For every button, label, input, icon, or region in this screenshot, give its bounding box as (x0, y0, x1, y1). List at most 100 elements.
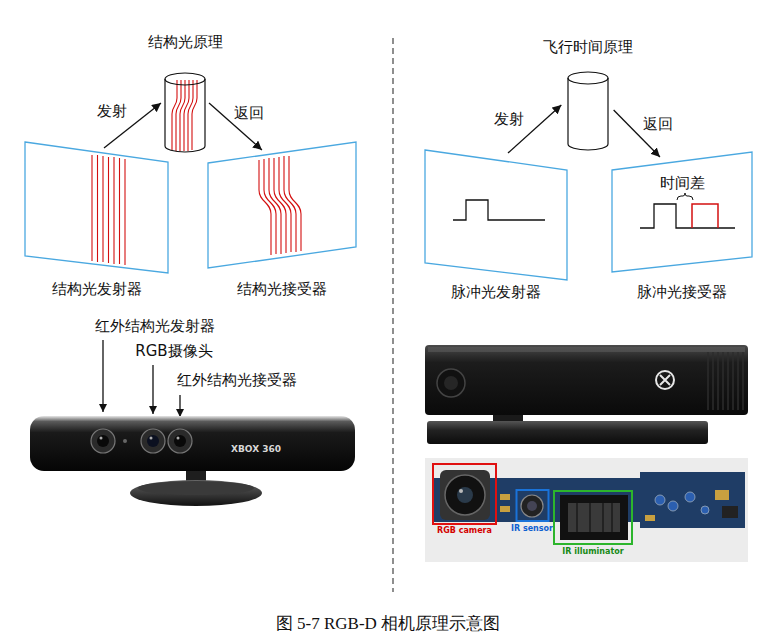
pulse-signal (677, 193, 693, 200)
emitted-stripes (102, 156, 103, 262)
kinect-v2-device (708, 352, 743, 410)
cylinder-stripes (192, 80, 197, 150)
leader-arrow (152, 365, 153, 414)
kinect-v2-board (500, 494, 510, 500)
emitted-stripes (113, 157, 114, 264)
kinect-v1-device (91, 429, 115, 453)
kinect-v2-board (425, 458, 748, 562)
node-text: 脉冲光接受器 (637, 282, 727, 302)
kinect-v1-device (150, 437, 153, 440)
kinect-v2-board (568, 503, 620, 532)
kinect-v2-board (685, 492, 695, 502)
kinect-v2-device (707, 352, 709, 410)
kinect-v2-board (445, 475, 485, 515)
kinect-v2-device (425, 345, 748, 444)
kinect-v2-board (589, 503, 591, 532)
shape-outline (203, 138, 361, 300)
kinect-v2-device (656, 371, 674, 389)
pulse-signal (453, 193, 735, 228)
kinect-v2-board (655, 495, 665, 505)
part-label: 红外结构光发射器 (95, 317, 215, 335)
divider-line (392, 38, 393, 592)
highlight-box: IR sensor (508, 489, 557, 535)
emitted-stripes (97, 155, 98, 262)
camera-cylinder: 飞行时间原理 (540, 37, 636, 155)
kinect-v2-board (668, 501, 678, 511)
kinect-v2-device (732, 352, 734, 410)
node-label: 脉冲光发射器 (451, 282, 541, 302)
node-text: 时间差 (660, 173, 705, 193)
kinect-v2-device (722, 352, 724, 410)
highlight-box: IR illuminator (553, 490, 633, 558)
edge-label: 返回 (643, 114, 673, 134)
returned-stripes (284, 156, 296, 252)
panel-outline (425, 150, 567, 280)
kinect-v1-device (141, 429, 165, 453)
kinect-v2-device (727, 352, 729, 410)
node-label: 飞行时间原理 (543, 37, 633, 57)
figure-caption: 图 5-7 RGB-D 相机原理示意图 (276, 612, 500, 635)
kinect-v1-device (130, 480, 262, 506)
node-label: IR illuminator (562, 547, 623, 557)
kinect-v1-device (30, 416, 355, 471)
kinect-v2-board (425, 458, 748, 562)
emitted-stripes (108, 157, 109, 263)
part-label: 红外结构光接受器 (177, 371, 297, 389)
kinect-v2-device (737, 352, 739, 410)
cylinder-stripes (172, 80, 197, 151)
shape-outline (420, 145, 572, 302)
kinect-v2-device (717, 352, 719, 410)
edge-label: 发射 (494, 109, 524, 129)
device-logo-text: XBOX 360 (231, 444, 281, 455)
pulse-signal (640, 204, 735, 228)
emitter-panel: 脉冲光发射器 (420, 145, 572, 302)
box-outline (516, 490, 548, 521)
panel-outline (612, 152, 752, 272)
receiver-panel: 结构光接受器 (203, 138, 361, 300)
node-label: 结构光发射器 (52, 279, 142, 299)
kinect-v2-device (444, 376, 458, 390)
pulse-signal (692, 204, 718, 228)
emitter-panel: 结构光发射器 (20, 138, 173, 300)
kinect-v2-board (576, 503, 578, 532)
emitted-stripes (124, 159, 125, 265)
kinect-v2-board (459, 489, 463, 493)
emitted-stripes (92, 155, 125, 265)
kinect-v2-board (457, 487, 473, 503)
highlight-box: RGB camera (432, 463, 497, 537)
shape-outline (20, 138, 173, 300)
kinect-v2-device (742, 352, 744, 410)
shape-outline (432, 463, 497, 537)
edge-label: 发射 (97, 101, 127, 121)
kinect-v1-device (168, 429, 192, 453)
cylinder-top (165, 73, 205, 85)
kinect-v2-device (427, 421, 708, 444)
panel-outline (25, 142, 168, 273)
kinect-v1-device (177, 437, 180, 440)
kinect-v2-board (577, 503, 612, 532)
returned-stripes (259, 156, 301, 255)
edge-label: 返回 (234, 103, 264, 123)
kinect-v2-board (645, 515, 655, 521)
node-label: 结构光原理 (148, 32, 223, 52)
leader-arrow (102, 340, 103, 412)
kinect-v2-board (602, 503, 604, 532)
cylinder-body (568, 78, 608, 150)
panel-outline (208, 142, 356, 268)
kinect-v2-board (715, 490, 729, 500)
kinect-v2-board (560, 495, 628, 540)
returned-stripes (289, 156, 301, 251)
kinect-v2-device (437, 369, 465, 397)
node-label: IR sensor (511, 524, 553, 534)
kinect-v2-board (722, 506, 738, 518)
box-outline (554, 491, 632, 544)
kinect-v2-board (527, 501, 537, 511)
kinect-v1-device (100, 437, 103, 440)
kinect-v2-board (611, 503, 613, 532)
kinect-v1-device (30, 416, 355, 506)
kinect-v2-device (428, 347, 745, 352)
emitted-stripes (91, 155, 92, 261)
kinect-v1-device (97, 435, 109, 447)
